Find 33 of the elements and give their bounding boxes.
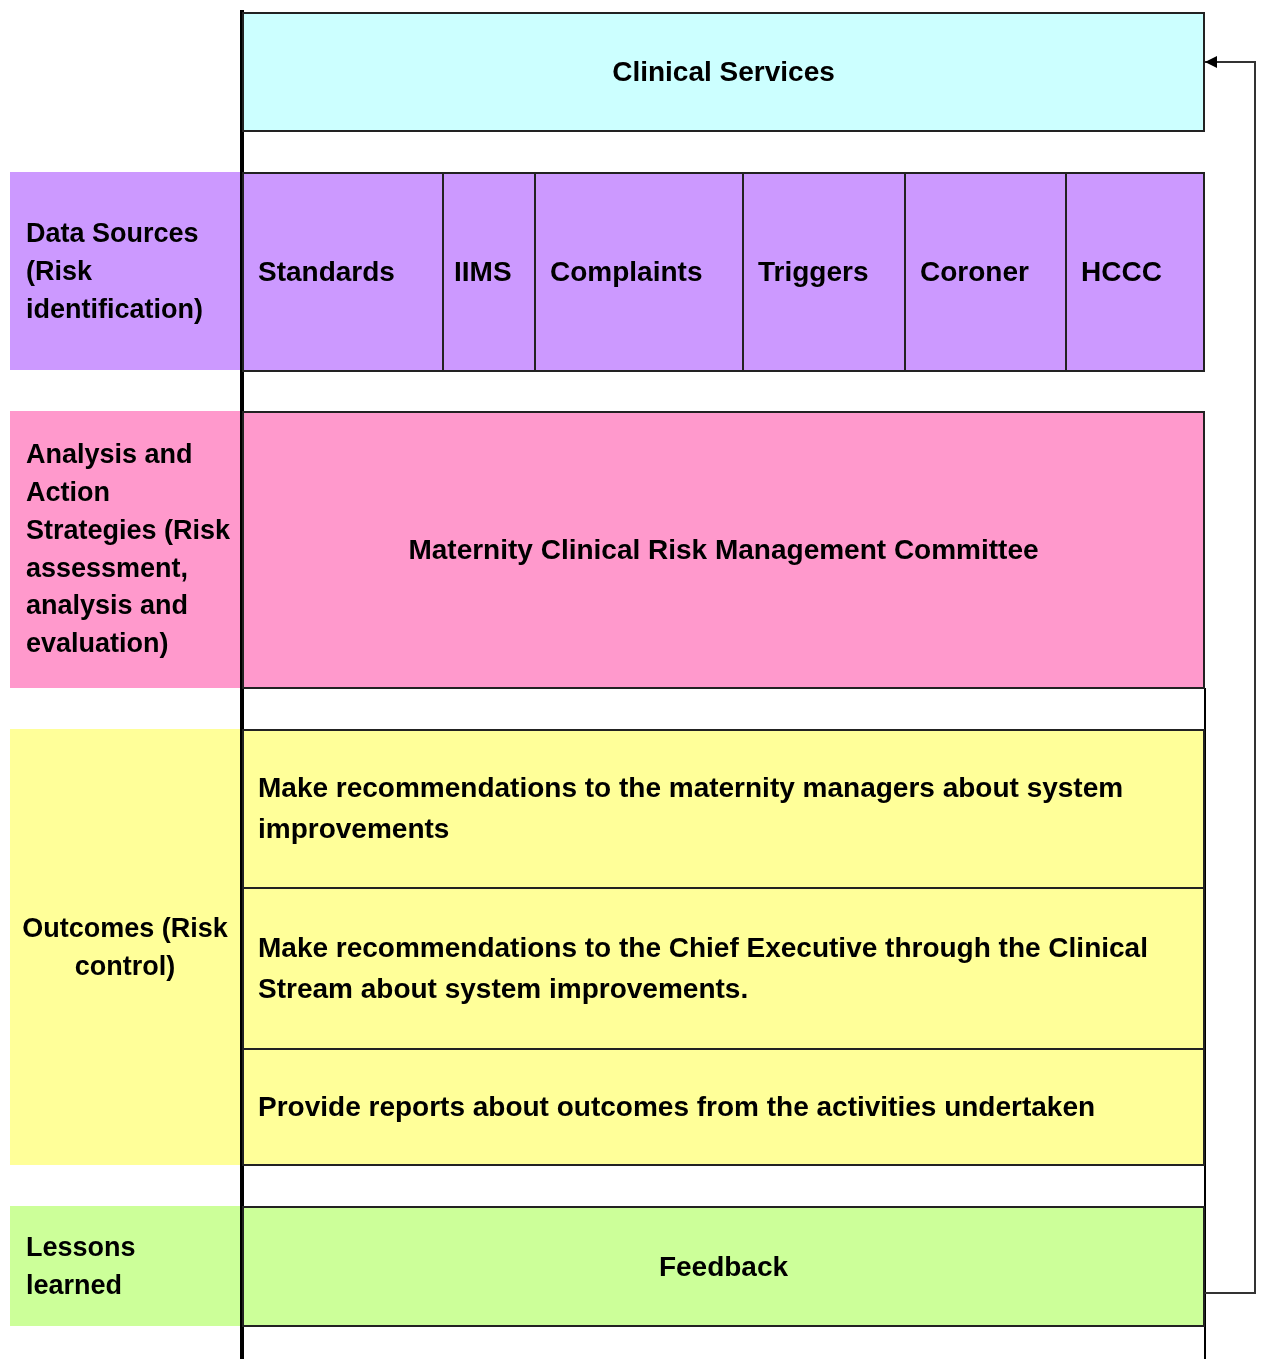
- box-label: Make recommendations to the Chief Executive through the Clinical Stream about system improvements.: [258, 930, 1149, 1006]
- box-label: Clinical Services: [612, 54, 835, 89]
- box-label: HCCC: [1081, 256, 1162, 288]
- stage-label: Analysis and Action Strategies (Risk assessment, analysis and evaluation): [26, 438, 232, 661]
- process-box: [242, 12, 1205, 132]
- process-box: [242, 411, 1205, 689]
- stage-band: [10, 172, 240, 370]
- box-label: Coroner: [920, 256, 1029, 288]
- process-box: [242, 729, 1205, 889]
- box-label: Feedback: [658, 1250, 789, 1283]
- process-box: [534, 172, 744, 372]
- box-label: Standards: [258, 256, 395, 288]
- box-label: IIMS: [454, 256, 512, 288]
- process-box: [1065, 172, 1205, 372]
- box-label: Provide reports about outcomes from the activities undertaken: [258, 1091, 1096, 1123]
- process-box: [742, 172, 906, 372]
- box-label: Make recommendations to the maternity managers about system improvements: [258, 771, 1125, 846]
- stage-label: Lessons learned: [26, 1230, 137, 1302]
- feedback-arrow: [1204, 56, 1256, 1294]
- box-label: Complaints: [550, 256, 703, 288]
- stage-band: [10, 729, 240, 1165]
- process-box: [242, 887, 1205, 1050]
- stage-label: Data Sources (Risk identification): [26, 216, 204, 327]
- box-label: Triggers: [758, 256, 869, 288]
- stage-label: Outcomes (Risk control): [21, 911, 229, 983]
- stage-band: [10, 411, 240, 688]
- process-box: [242, 172, 444, 372]
- process-box: [242, 1048, 1205, 1166]
- process-box: [242, 1206, 1205, 1327]
- process-box: [442, 172, 536, 372]
- box-label: Maternity Clinical Risk Management Committee: [408, 534, 1039, 566]
- process-box: [904, 172, 1067, 372]
- stage-band: [10, 1206, 240, 1326]
